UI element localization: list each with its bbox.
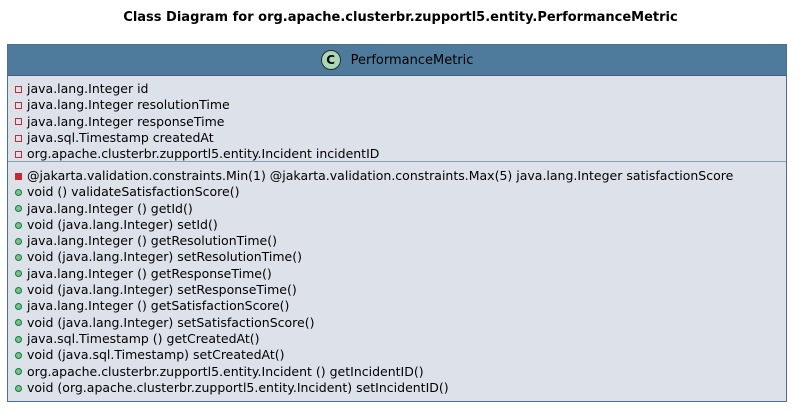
attribute-row: org.apache.clusterbr.zupportl5.entity.In… [15,146,786,162]
method-text: java.lang.Integer () getSatisfactionScor… [27,298,290,314]
method-text: java.lang.Integer () getResponseTime() [27,265,272,281]
private-field-icon [15,85,22,93]
attribute-text: java.lang.Integer responseTime [27,113,225,129]
diagram-title: Class Diagram for org.apache.clusterbr.z… [123,10,678,25]
method-text: @jakarta.validation.constraints.Min(1) @… [27,168,734,183]
private-field-icon [15,101,22,109]
method-row: void (java.lang.Integer) setResponseTime… [15,282,786,298]
method-row: void (java.lang.Integer) setSatisfaction… [15,315,786,331]
attribute-text: java.lang.Integer id [27,81,149,96]
public-method-icon [15,286,22,294]
public-method-icon [15,384,22,392]
public-method-icon [15,335,22,343]
method-text: void (java.lang.Integer) setResolutionTi… [27,249,303,265]
method-row: void (java.lang.Integer) setId() [15,217,786,233]
method-row: java.sql.Timestamp () getCreatedAt() [15,331,786,347]
class-box[interactable]: C PerformanceMetric java.lang.Integer id… [7,44,787,402]
method-text: org.apache.clusterbr.zupportl5.entity.In… [27,363,424,379]
attribute-row: java.lang.Integer id [15,81,786,97]
attribute-row: java.sql.Timestamp createdAt [15,130,786,146]
private-method-icon [15,172,22,180]
method-text: java.lang.Integer () getId() [27,200,193,216]
method-text: java.sql.Timestamp () getCreatedAt() [27,330,260,346]
attribute-text: java.sql.Timestamp createdAt [27,129,214,145]
method-row: java.lang.Integer () getResponseTime() [15,266,786,282]
method-text: void (java.lang.Integer) setResponseTime… [27,282,297,298]
method-text: void (java.lang.Integer) setId() [27,216,218,232]
method-row: java.lang.Integer () getSatisfactionScor… [15,298,786,314]
method-row: org.apache.clusterbr.zupportl5.entity.In… [15,364,786,380]
public-method-icon [15,368,22,376]
method-text: void () validateSatisfactionScore() [27,184,240,200]
private-field-icon [15,118,22,126]
method-row: @jakarta.validation.constraints.Min(1) @… [15,168,786,184]
attributes-section: java.lang.Integer id java.lang.Integer r… [8,76,786,162]
public-method-icon [15,188,22,196]
attribute-row: java.lang.Integer resolutionTime [15,97,786,113]
private-field-icon [15,150,22,158]
class-name: PerformanceMetric [350,52,474,68]
method-text: void (org.apache.clusterbr.zupportl5.ent… [27,379,449,395]
method-row: void () validateSatisfactionScore() [15,184,786,200]
attribute-text: java.lang.Integer resolutionTime [27,97,230,113]
public-method-icon [15,205,22,213]
class-header: C PerformanceMetric [8,45,786,76]
method-text: void (java.sql.Timestamp) setCreatedAt() [27,347,285,363]
public-method-icon [15,221,22,229]
methods-section: @jakarta.validation.constraints.Min(1) @… [8,162,786,399]
public-method-icon [15,270,22,278]
public-method-icon [15,351,22,359]
class-c-icon: C [320,50,341,70]
public-method-icon [15,254,22,262]
private-field-icon [15,134,22,142]
method-row: java.lang.Integer () getId() [15,201,786,217]
attribute-row: java.lang.Integer responseTime [15,114,786,130]
method-text: java.lang.Integer () getResolutionTime() [27,233,277,249]
public-method-icon [15,303,22,311]
public-method-icon [15,319,22,327]
method-row: void (java.lang.Integer) setResolutionTi… [15,249,786,265]
method-row: void (org.apache.clusterbr.zupportl5.ent… [15,380,786,396]
method-row: java.lang.Integer () getResolutionTime() [15,233,786,249]
public-method-icon [15,237,22,245]
attribute-text: org.apache.clusterbr.zupportl5.entity.In… [27,146,380,162]
method-text: void (java.lang.Integer) setSatisfaction… [27,314,315,330]
method-row: void (java.sql.Timestamp) setCreatedAt() [15,347,786,363]
